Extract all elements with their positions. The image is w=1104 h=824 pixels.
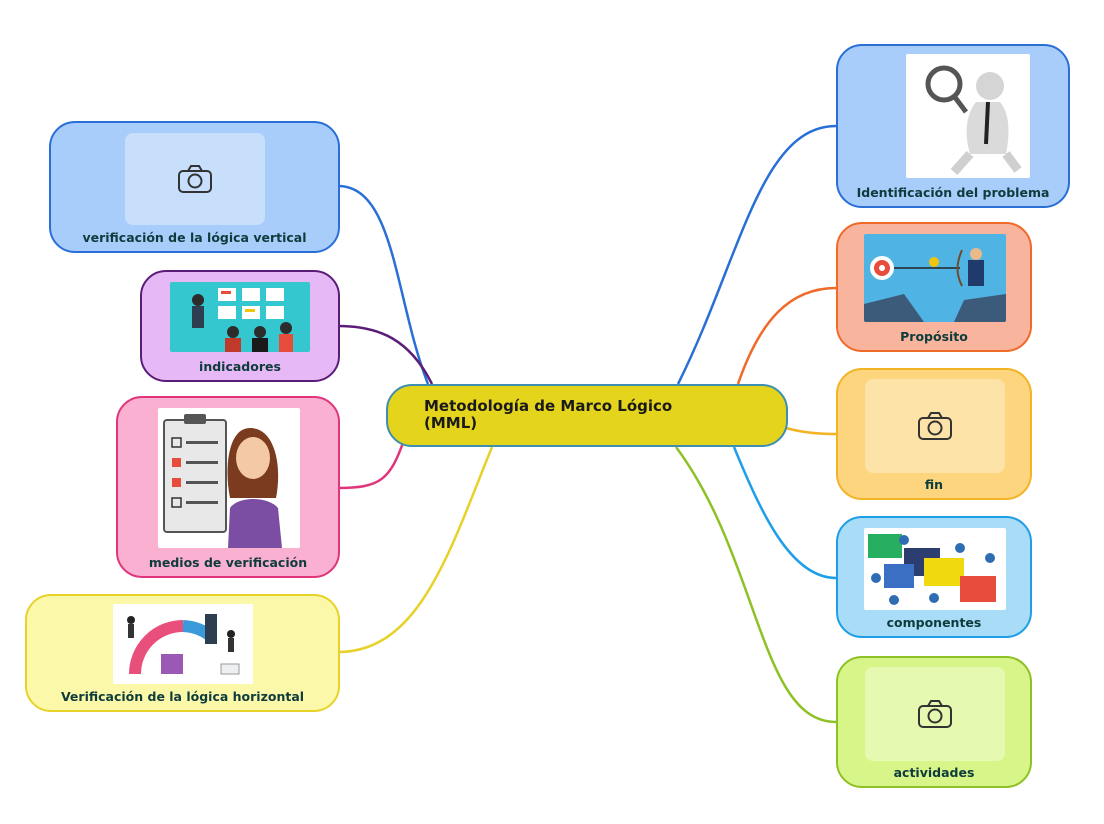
- node-identificacion-problema[interactable]: Identificación del problema: [836, 44, 1070, 208]
- connector-proposito: [736, 286, 837, 385]
- businessman-archer-target-illustration: [864, 234, 1006, 322]
- node-indicadores[interactable]: indicadores: [140, 270, 340, 382]
- node-proposito[interactable]: Propósito: [836, 222, 1032, 352]
- connector-identificacion: [676, 124, 837, 385]
- node-verificacion-horizontal[interactable]: Verificación de la lógica horizontal: [25, 594, 340, 712]
- camera-icon: [918, 412, 952, 440]
- image-placeholder: [125, 133, 265, 225]
- node-fin[interactable]: fin: [836, 368, 1032, 500]
- connector-actividades: [674, 446, 837, 724]
- people-puzzle-pieces-illustration: [864, 528, 1006, 610]
- node-label: verificación de la lógica vertical: [82, 230, 307, 245]
- image-placeholder: [865, 667, 1005, 761]
- connector-medios: [337, 439, 406, 490]
- node-label: Verificación de la lógica horizontal: [60, 689, 305, 704]
- node-label: Propósito: [900, 329, 968, 344]
- node-medios-verificacion[interactable]: medios de verificación: [116, 396, 340, 578]
- business-analytics-illustration: [113, 604, 253, 684]
- node-verificacion-vertical[interactable]: verificación de la lógica vertical: [49, 121, 340, 253]
- node-actividades[interactable]: actividades: [836, 656, 1032, 788]
- node-label: medios de verificación: [148, 555, 308, 570]
- node-label: componentes: [886, 615, 982, 630]
- camera-icon: [178, 165, 212, 193]
- node-label: Identificación del problema: [856, 185, 1050, 200]
- camera-icon: [918, 700, 952, 728]
- node-label: actividades: [893, 765, 975, 780]
- classroom-presentation-illustration: [170, 282, 310, 352]
- node-componentes[interactable]: componentes: [836, 516, 1032, 638]
- connector-verificacion-horizontal: [337, 446, 494, 654]
- connector-fin: [785, 426, 837, 436]
- central-title-line2: (MML): [424, 414, 478, 432]
- woman-with-checklist-illustration: [158, 408, 300, 548]
- central-title-line1: Metodología de Marco Lógico: [424, 397, 673, 415]
- image-placeholder: [865, 379, 1005, 473]
- man-with-magnifier-illustration: [906, 54, 1030, 178]
- node-label: fin: [924, 477, 944, 492]
- connector-verificacion-vertical: [337, 184, 430, 385]
- connector-componentes: [732, 446, 837, 580]
- node-label: indicadores: [199, 359, 281, 374]
- connector-indicadores: [337, 324, 434, 385]
- central-topic[interactable]: Metodología de Marco Lógico (MML): [386, 384, 788, 447]
